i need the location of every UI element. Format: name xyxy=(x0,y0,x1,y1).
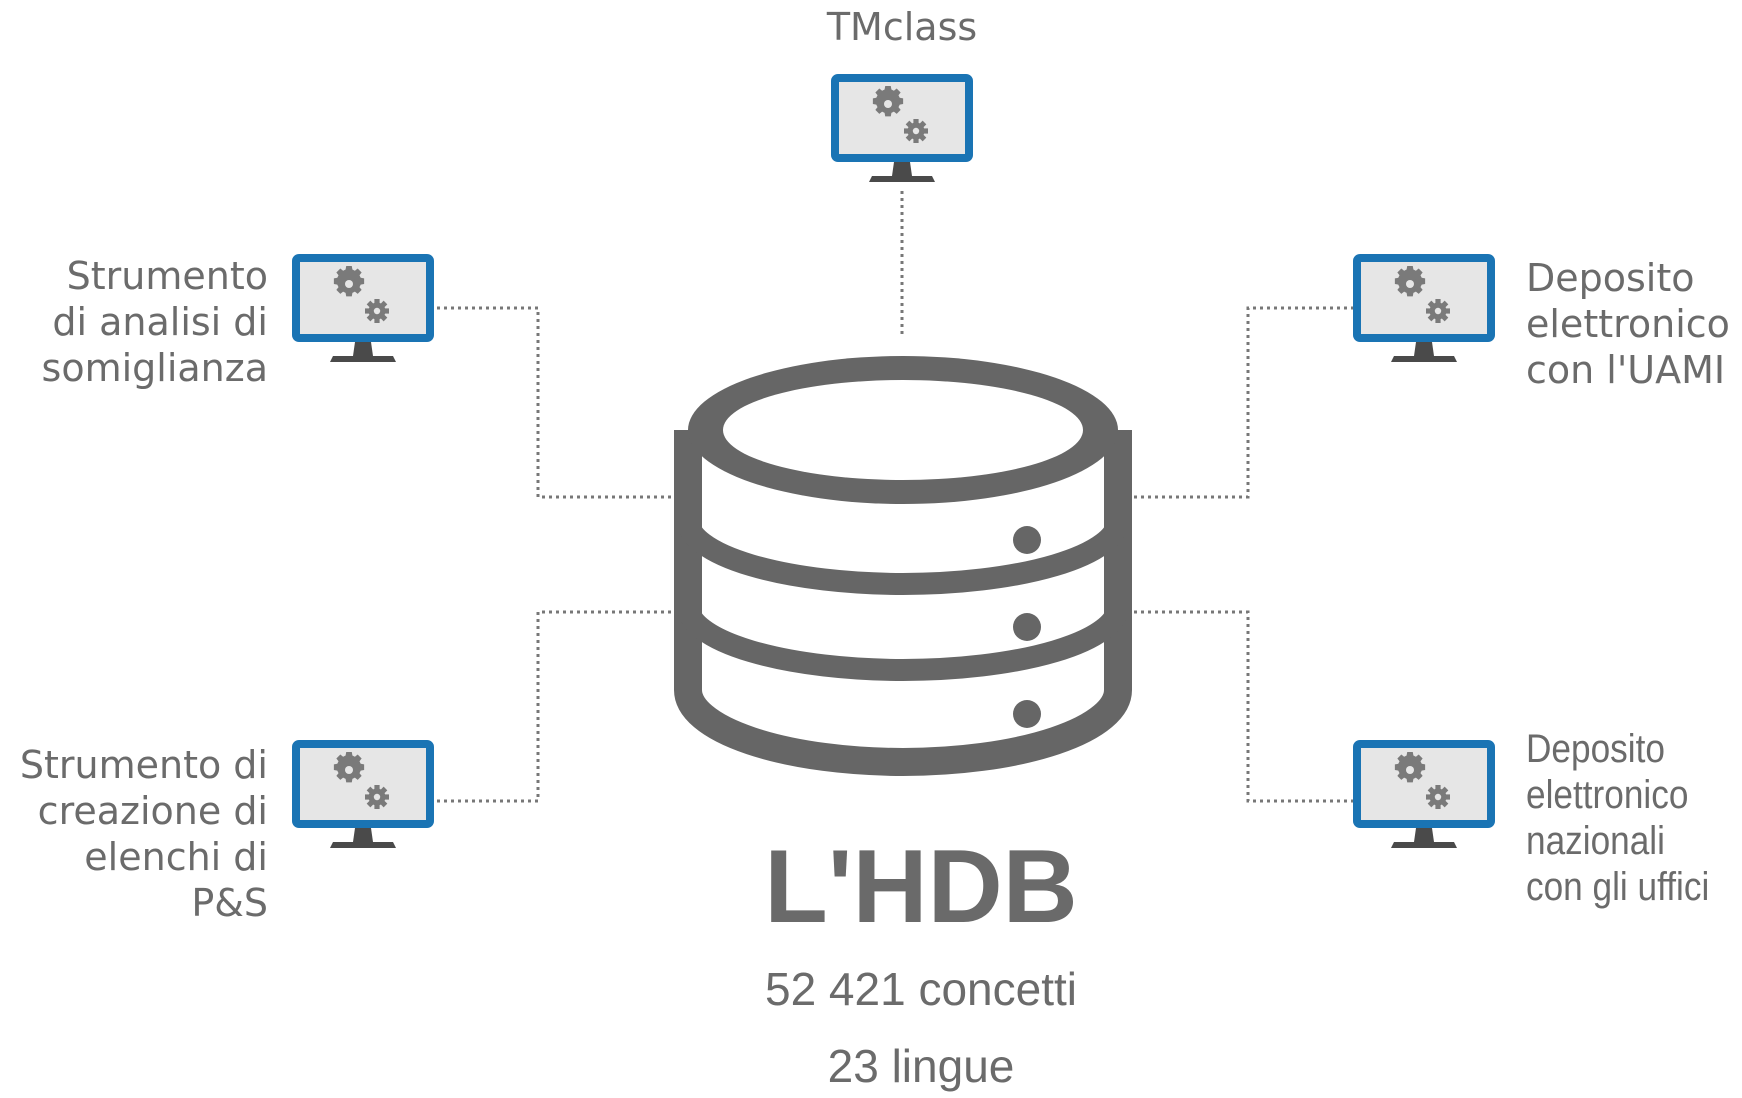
database-led-1 xyxy=(1013,526,1041,554)
monitor-gears-icon-top xyxy=(835,78,969,182)
node-label-lower-right: Deposito elettronico nazionali con gli u… xyxy=(1526,727,1710,909)
database-title: L'HDB xyxy=(764,829,1078,945)
monitor-gears-icon-upper-left xyxy=(296,258,430,362)
node-label-upper-right: Deposito elettronico con l'UAMI xyxy=(1526,256,1730,392)
connector-upper-right xyxy=(1098,306,1354,499)
monitor-gears-icon-upper-right xyxy=(1357,258,1491,362)
database-icon xyxy=(674,356,1132,776)
node-label-upper-left: Strumento di analisi di somiglianza xyxy=(41,254,268,390)
database-language-count: 23 lingue xyxy=(827,1040,1015,1092)
connector-lines xyxy=(430,191,1354,803)
node-label-top: TMclass xyxy=(826,5,978,49)
database-concept-count: 52 421 concetti xyxy=(764,963,1077,1015)
connector-lower-left xyxy=(430,610,688,803)
connector-lower-right xyxy=(1098,610,1354,803)
database-led-2 xyxy=(1013,613,1041,641)
database-led-3 xyxy=(1013,700,1041,728)
connector-upper-left xyxy=(430,306,688,499)
node-label-lower-left: Strumento di creazione di elenchi di P&S xyxy=(19,743,268,925)
